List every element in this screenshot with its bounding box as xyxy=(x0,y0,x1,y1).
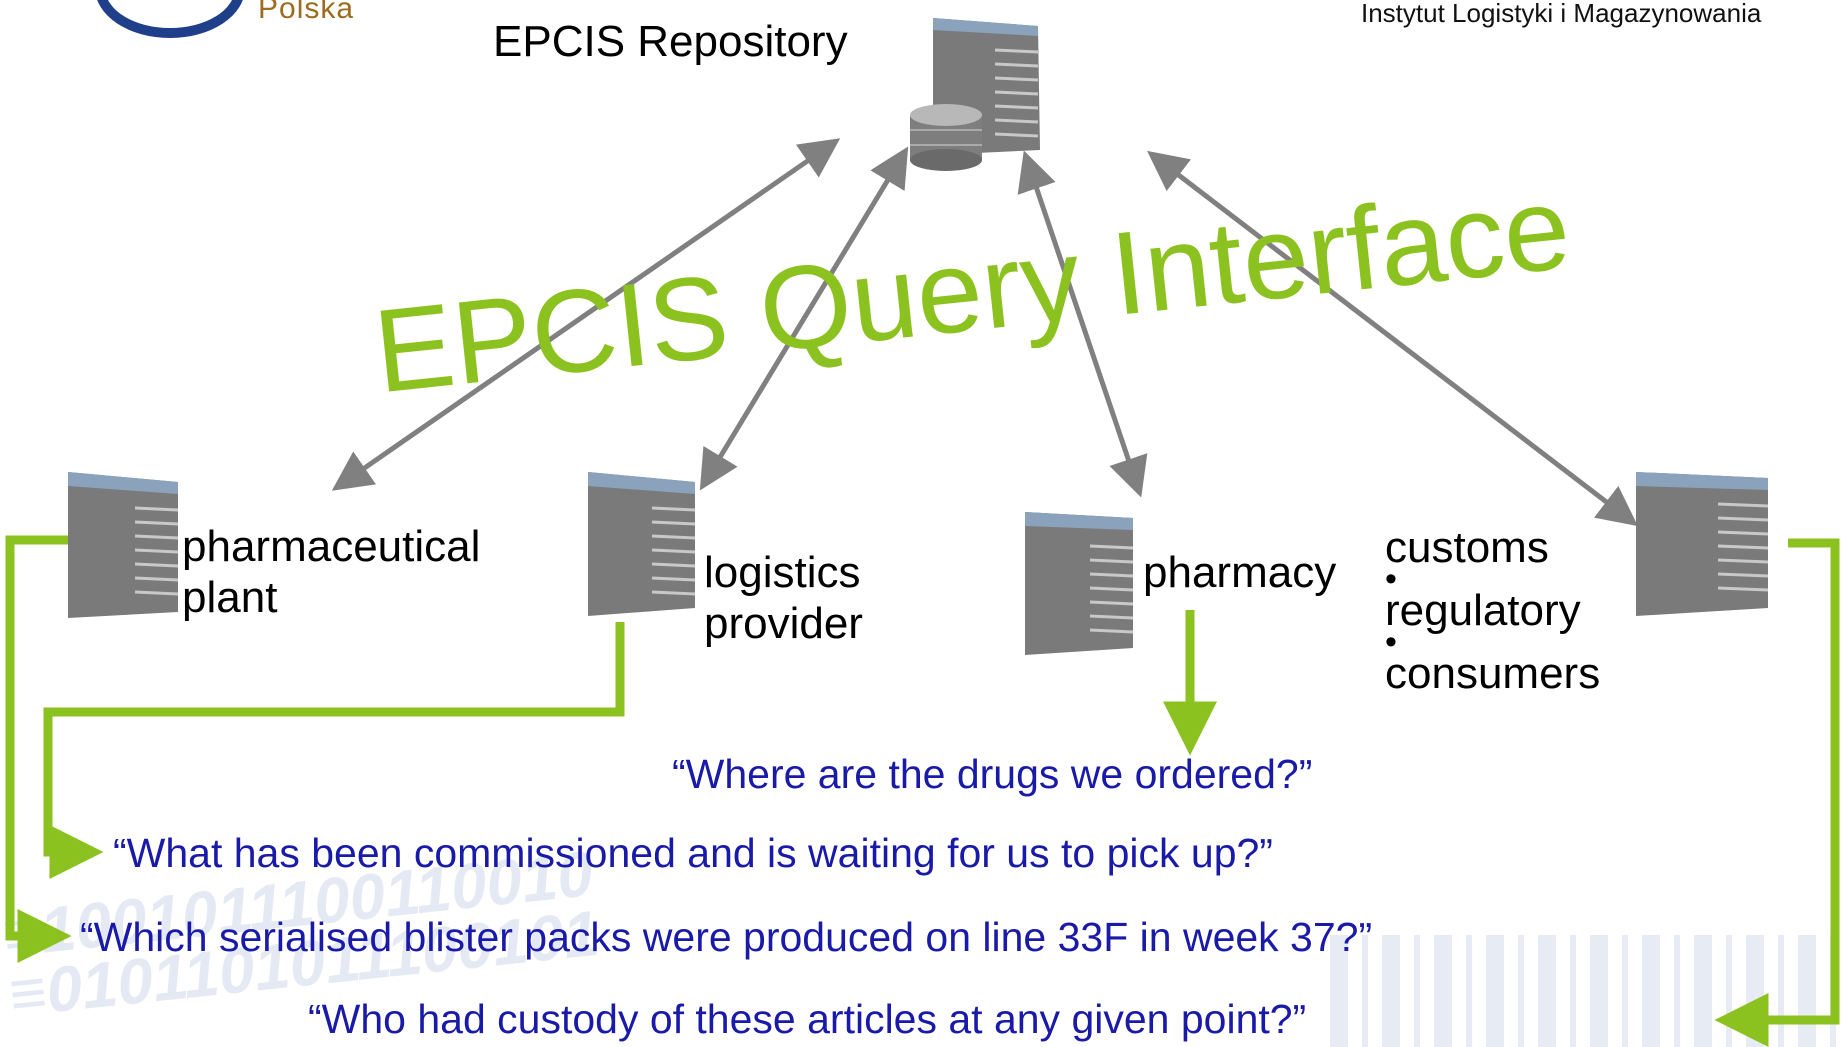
connector-plant-question xyxy=(5,535,72,963)
pharmacy-label: pharmacy xyxy=(1143,548,1337,597)
question-plant: “Which serialised blister packs were pro… xyxy=(80,914,1373,960)
server-icon-pharmacy xyxy=(1025,512,1134,655)
question-pharmacy: “Where are the drugs we ordered?” xyxy=(672,751,1313,797)
connector-others-question xyxy=(1714,538,1840,1047)
others-bullet: • xyxy=(1385,560,1397,598)
question-others: “Who had custody of these articles at an… xyxy=(308,996,1307,1042)
plant-label-line1: pharmaceutical xyxy=(182,522,481,571)
logistics-label-line2: provider xyxy=(704,598,863,648)
logistics-label-line1: logistics xyxy=(704,548,861,597)
others-item-customs: customs xyxy=(1385,523,1549,572)
question-logistics: “What has been commissioned and is waiti… xyxy=(113,830,1273,876)
logo-text: Polska xyxy=(258,0,355,25)
others-label: customs • regulatory • consumers xyxy=(1385,523,1601,698)
plant-label: pharmaceutical plant xyxy=(182,522,480,623)
server-icon-others xyxy=(1636,472,1769,616)
logo: Polska xyxy=(0,0,360,38)
arrow-repository-others xyxy=(1147,150,1638,527)
organization-name: Instytut Logistyki i Magazynowania xyxy=(1361,0,1762,28)
others-item-regulatory: regulatory xyxy=(1385,586,1581,635)
server-icon-logistics xyxy=(588,472,696,616)
plant-label-line2: plant xyxy=(182,572,278,622)
connector-logistics-question xyxy=(43,622,625,879)
others-item-consumers: consumers xyxy=(1385,649,1601,698)
arrow-repository-pharmacy xyxy=(1017,150,1148,498)
logistics-label: logistics provider xyxy=(704,548,863,649)
server-icon-repository xyxy=(910,18,1040,171)
repository-label: EPCIS Repository xyxy=(493,17,848,66)
others-bullet: • xyxy=(1385,623,1397,661)
server-icon-plant xyxy=(68,472,179,618)
arrow-repository-logistics xyxy=(699,146,909,491)
database-icon xyxy=(910,104,982,171)
